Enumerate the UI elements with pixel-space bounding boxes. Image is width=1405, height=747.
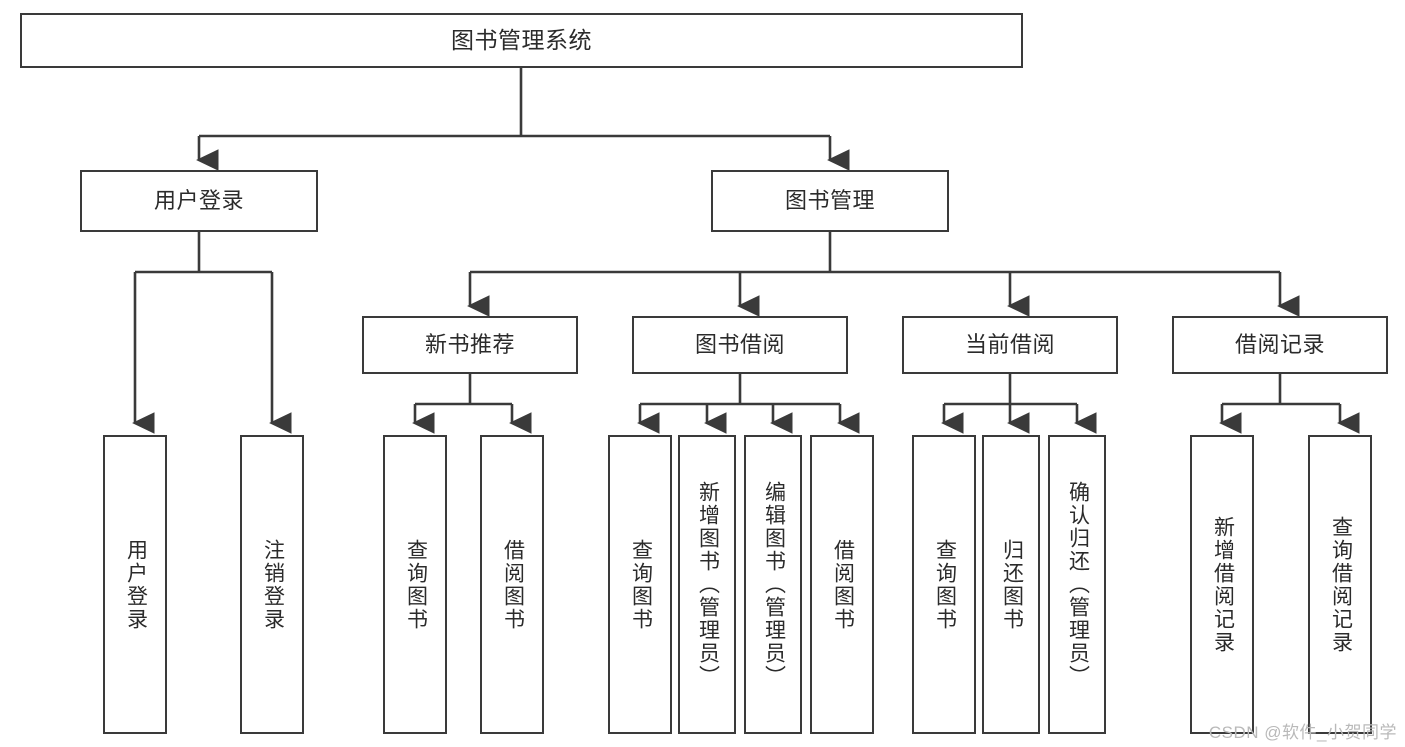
node-current-borrow[interactable]: 当前借阅 xyxy=(902,316,1118,374)
node-new-book-recommend[interactable]: 新书推荐 xyxy=(362,316,578,374)
node-label: 归还图书 xyxy=(1000,538,1024,631)
node-label: 查询图书 xyxy=(933,538,957,631)
node-label: 查询图书 xyxy=(404,538,428,631)
leaf-current-return-book[interactable]: 归还图书 xyxy=(982,435,1040,734)
node-label: 图书管理系统 xyxy=(451,26,592,53)
leaf-borrow-query-book[interactable]: 查询图书 xyxy=(608,435,672,734)
node-user-login[interactable]: 用户登录 xyxy=(80,170,318,232)
node-label: 用户登录 xyxy=(153,187,244,213)
node-label: 确认归还（管理员） xyxy=(1066,481,1090,688)
leaf-record-add-record[interactable]: 新增借阅记录 xyxy=(1190,435,1254,734)
leaf-recommend-query-book[interactable]: 查询图书 xyxy=(383,435,447,734)
leaf-current-confirm-return-admin[interactable]: 确认归还（管理员） xyxy=(1048,435,1106,734)
leaf-borrow-borrow-book[interactable]: 借阅图书 xyxy=(810,435,874,734)
leaf-record-query-record[interactable]: 查询借阅记录 xyxy=(1308,435,1372,734)
node-label: 新增借阅记录 xyxy=(1211,515,1235,654)
node-label: 用户登录 xyxy=(124,538,148,631)
node-label: 借阅记录 xyxy=(1234,331,1325,357)
node-label: 借阅图书 xyxy=(831,538,855,631)
node-label: 新书推荐 xyxy=(424,331,515,357)
node-book-management[interactable]: 图书管理 xyxy=(711,170,949,232)
node-label: 当前借阅 xyxy=(964,331,1055,357)
node-label: 图书借阅 xyxy=(694,331,785,357)
node-label: 新增图书（管理员） xyxy=(696,481,720,688)
leaf-user-login-logout[interactable]: 注销登录 xyxy=(240,435,304,734)
node-borrow-record[interactable]: 借阅记录 xyxy=(1172,316,1388,374)
leaf-borrow-edit-book-admin[interactable]: 编辑图书（管理员） xyxy=(744,435,802,734)
leaf-recommend-borrow-book[interactable]: 借阅图书 xyxy=(480,435,544,734)
node-label: 编辑图书（管理员） xyxy=(762,481,786,688)
node-book-borrow[interactable]: 图书借阅 xyxy=(632,316,848,374)
leaf-current-query-book[interactable]: 查询图书 xyxy=(912,435,976,734)
node-label: 注销登录 xyxy=(261,538,285,631)
leaf-borrow-add-book-admin[interactable]: 新增图书（管理员） xyxy=(678,435,736,734)
leaf-user-login-login[interactable]: 用户登录 xyxy=(103,435,167,734)
node-root-system[interactable]: 图书管理系统 xyxy=(20,13,1023,68)
node-label: 借阅图书 xyxy=(501,538,525,631)
node-label: 查询图书 xyxy=(629,538,653,631)
node-label: 图书管理 xyxy=(784,187,875,213)
node-label: 查询借阅记录 xyxy=(1329,515,1353,654)
